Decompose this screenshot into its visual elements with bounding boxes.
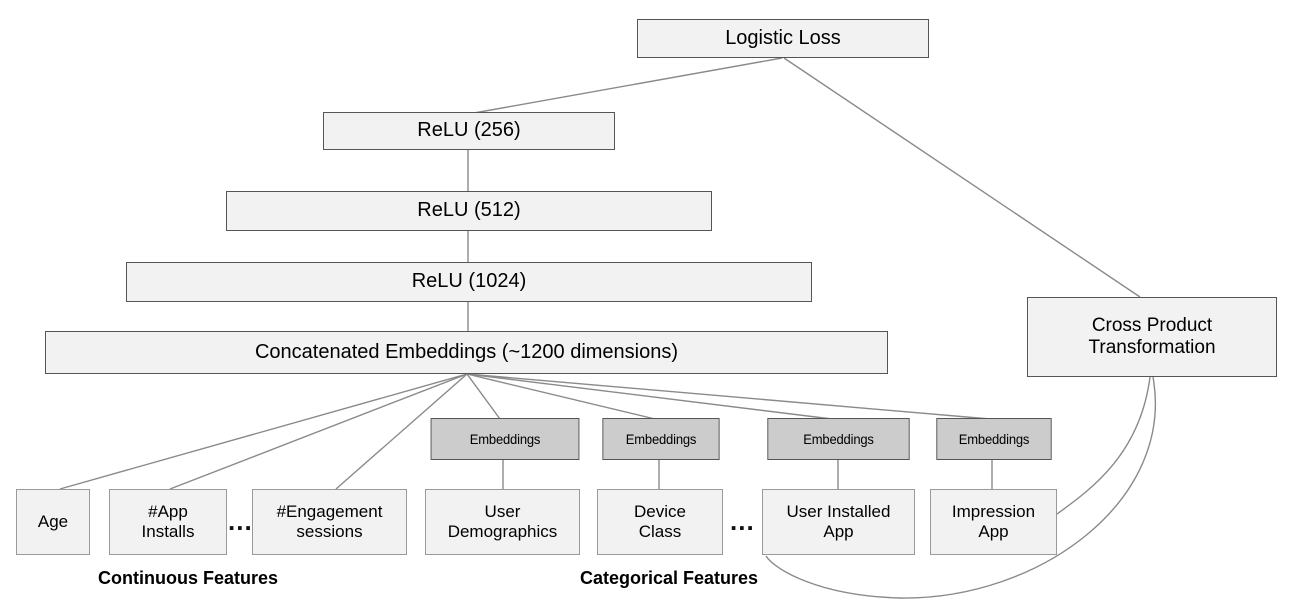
node-relu-1024-label: ReLU (1024) (411, 270, 527, 293)
edge-loss-to-cross-product (783, 57, 1141, 298)
node-concatenated-embeddings[interactable]: Concatenated Embeddings (~1200 dimension… (45, 331, 888, 374)
node-relu-512-label: ReLU (512) (417, 199, 521, 222)
embedding-box-user-installed-app[interactable]: Embeddings (767, 418, 910, 460)
embedding-box-label: Embeddings (625, 430, 697, 447)
embedding-box-user-demographics[interactable]: Embeddings (430, 418, 580, 460)
edge-concat-to-emb-user-installed-app (466, 373, 833, 420)
node-relu-256-label: ReLU (256) (417, 119, 521, 142)
feature-box-age[interactable]: Age (16, 489, 90, 555)
feature-box-line-1: #App (148, 501, 188, 521)
node-cross-product-line-2: Transformation (1088, 337, 1216, 358)
embedding-box-label: Embeddings (958, 430, 1030, 447)
node-cross-product-transformation[interactable]: Cross Product Transformation (1027, 297, 1277, 377)
feature-box-line-2: Demographics (447, 522, 558, 541)
feature-box-line-2: sessions (296, 522, 363, 541)
node-relu-512[interactable]: ReLU (512) (226, 191, 712, 231)
feature-box-line-2: App (978, 522, 1009, 541)
edge-concat-to-age (59, 373, 468, 490)
edge-cross-product-to-user-installed-app (765, 376, 1156, 599)
feature-box-line-1: #Engagement (276, 501, 383, 521)
node-relu-256[interactable]: ReLU (256) (323, 112, 615, 150)
node-logistic-loss[interactable]: Logistic Loss (637, 19, 929, 58)
feature-box-line-1: User (484, 501, 521, 521)
edge-loss-to-relu256 (473, 57, 783, 114)
edge-concat-to-emb-impression-app (466, 373, 991, 420)
node-logistic-loss-label: Logistic Loss (725, 26, 841, 49)
feature-box-line-1: Impression (951, 501, 1036, 521)
group-label-continuous-features: Continuous Features (98, 568, 279, 588)
feature-box-line-1: User Installed (786, 501, 891, 521)
ellipsis-continuous: ... (228, 508, 253, 534)
ellipsis-continuous-text: ... (228, 506, 253, 536)
ellipsis-categorical: ... (730, 508, 755, 534)
feature-box-device-class[interactable]: Device Class (597, 489, 723, 555)
feature-box-user-demographics[interactable]: User Demographics (425, 489, 580, 555)
node-cross-product-line-1: Cross Product (1091, 314, 1213, 336)
feature-box-line-2: Installs (141, 522, 195, 541)
feature-box-engagement-sessions[interactable]: #Engagement sessions (252, 489, 407, 555)
edge-concat-to-emb-user-demographics (466, 373, 501, 420)
embedding-box-device-class[interactable]: Embeddings (602, 418, 720, 460)
ellipsis-categorical-text: ... (730, 506, 755, 536)
edge-concat-to-app-installs (169, 373, 468, 490)
embedding-box-label: Embeddings (803, 430, 874, 447)
node-concatenated-embeddings-label: Concatenated Embeddings (~1200 dimension… (254, 340, 679, 363)
edge-concat-to-emb-device-class (466, 373, 656, 420)
edge-cross-product-to-impression-app (1056, 376, 1151, 515)
feature-box-line-2: Class (638, 522, 682, 541)
feature-box-app-installs[interactable]: #App Installs (109, 489, 227, 555)
feature-box-impression-app[interactable]: Impression App (930, 489, 1057, 555)
group-label-categorical-features: Categorical Features (580, 568, 759, 588)
feature-box-line-1: Device (634, 501, 686, 521)
feature-box-line-1: Age (37, 511, 69, 531)
node-relu-1024[interactable]: ReLU (1024) (126, 262, 812, 302)
embedding-box-label: Embeddings (469, 430, 541, 447)
feature-box-user-installed-app[interactable]: User Installed App (762, 489, 915, 555)
feature-box-line-2: App (823, 522, 854, 541)
embedding-box-impression-app[interactable]: Embeddings (936, 418, 1052, 460)
